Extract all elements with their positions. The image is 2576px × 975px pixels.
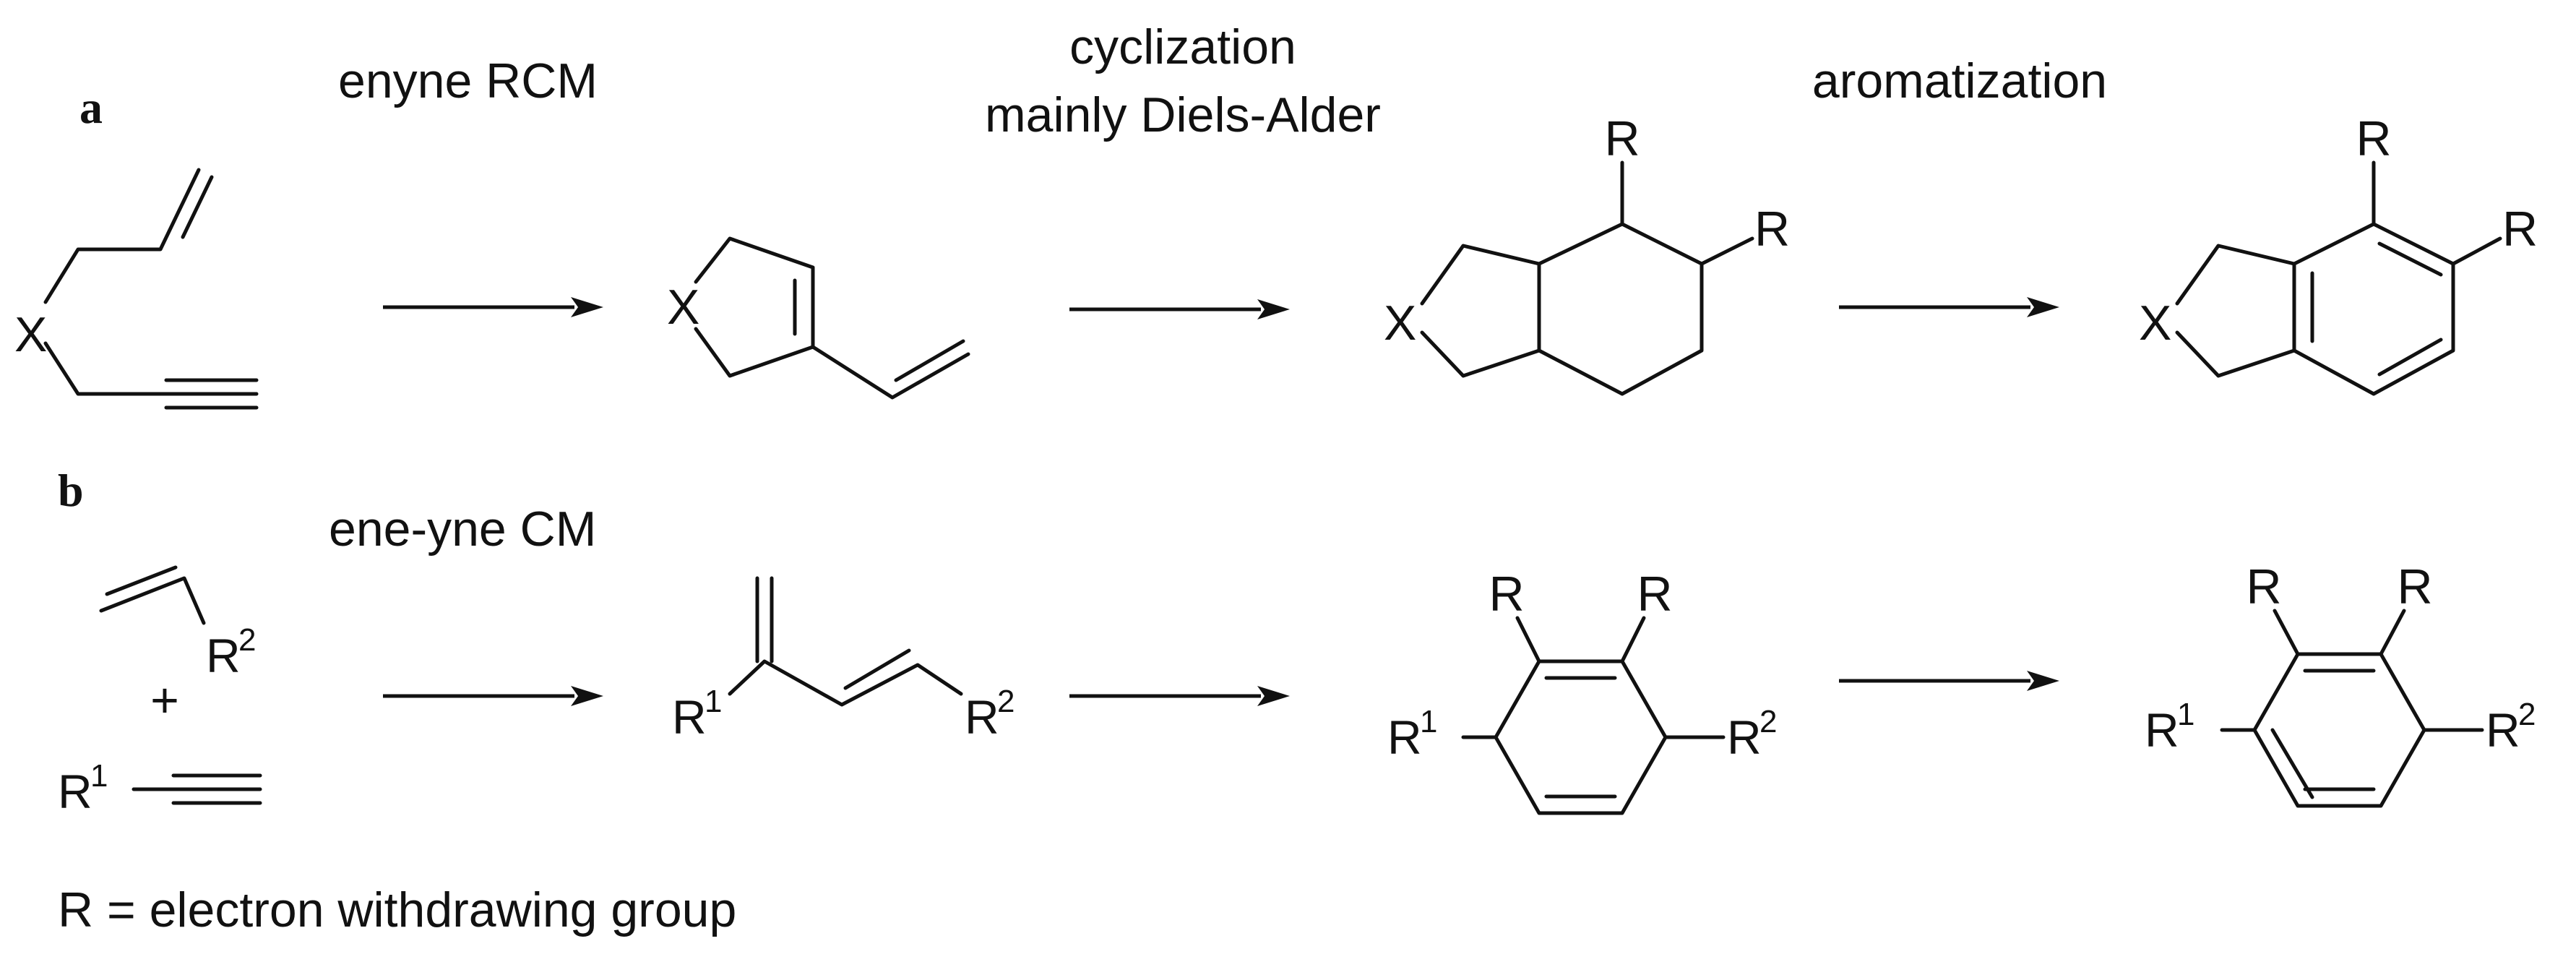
svg-text:2: 2 (2518, 697, 2536, 732)
bicyclic-adduct: X R R (1384, 111, 1790, 396)
heteroatom-x: X (1384, 296, 1416, 351)
plus-sign: + (150, 673, 179, 728)
cyclization-label-line1: cyclization (1069, 20, 1296, 74)
heteroatom-x: X (14, 307, 47, 362)
cyclohexadiene-product: R R R 1 R 2 (1387, 567, 1777, 815)
substituent-r: R (1604, 111, 1640, 166)
substituent-r: R (2502, 202, 2538, 257)
alkyne-reagent: R 1 (58, 758, 262, 818)
svg-text:2: 2 (1759, 704, 1777, 739)
diene-product: R 1 R 2 (672, 576, 1015, 744)
aromatization-label: aromatization (1812, 53, 2107, 108)
svg-text:R: R (1387, 710, 1422, 764)
svg-text:R: R (2145, 703, 2179, 757)
svg-text:R: R (2486, 703, 2520, 757)
svg-text:2: 2 (238, 622, 256, 658)
substituent-r: R (2356, 111, 2391, 166)
panel-b-label: b (58, 465, 84, 516)
svg-text:R: R (2397, 559, 2432, 614)
svg-text:R: R (2246, 559, 2281, 614)
heteroatom-x: X (667, 280, 699, 335)
svg-text:R: R (58, 765, 92, 818)
substituent-r: R (1754, 202, 1790, 257)
svg-text:R: R (965, 690, 999, 744)
benzene-product: R R R 1 R 2 (2145, 559, 2536, 808)
alkene-reagent: R 2 (99, 565, 256, 682)
svg-text:2: 2 (997, 684, 1015, 719)
svg-text:R: R (1727, 710, 1762, 764)
footnote: R = electron withdrawing group (58, 882, 736, 937)
panel-a-label: a (79, 82, 103, 133)
heteroatom-x: X (2139, 296, 2171, 351)
svg-text:R: R (672, 690, 707, 744)
svg-text:R: R (1637, 567, 1672, 622)
svg-text:R: R (206, 629, 241, 682)
svg-text:1: 1 (2177, 697, 2194, 732)
enyne-rcm-label: enyne RCM (338, 53, 598, 108)
svg-text:1: 1 (90, 758, 108, 794)
svg-text:R: R (1489, 567, 1524, 622)
cyclization-label-line2: mainly Diels-Alder (985, 87, 1381, 142)
svg-text:1: 1 (1420, 704, 1437, 739)
aromatic-fused-product: X R R (2139, 111, 2538, 396)
enyne-starting-material: X (14, 168, 259, 410)
svg-text:1: 1 (705, 684, 722, 719)
ene-yne-cm-label: ene-yne CM (329, 502, 596, 557)
vinyl-dihydro-ring: X (667, 236, 970, 400)
